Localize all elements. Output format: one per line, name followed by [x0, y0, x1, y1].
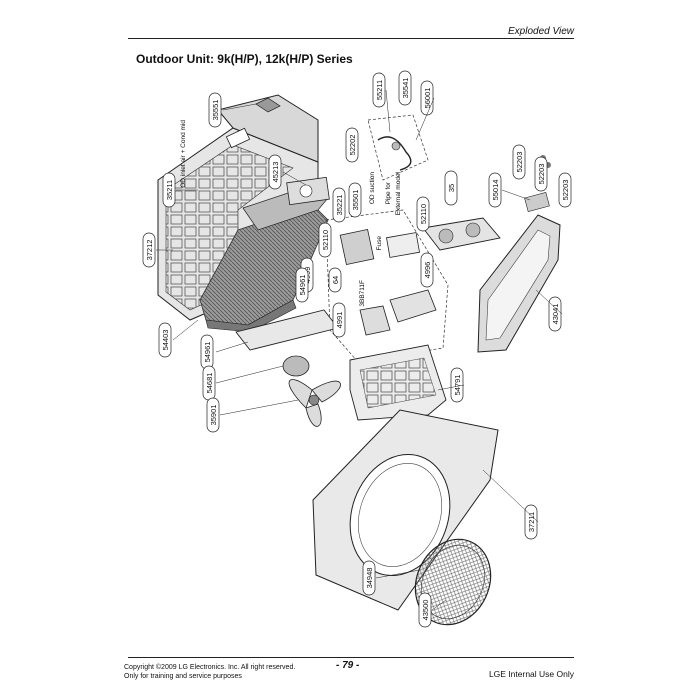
footer-copyright: Copyright ©2009 LG Electronics. Inc. All… [124, 663, 295, 681]
part-label: 55211 [375, 80, 384, 100]
base-pan [312, 409, 499, 611]
part-label: 43500 [421, 600, 430, 621]
top-bracket [255, 97, 330, 206]
part-label: 35551 [211, 100, 220, 121]
part-label: 4991 [335, 312, 344, 329]
part-label: 55014 [491, 180, 500, 201]
part-label: 54961 [298, 275, 307, 296]
fan-guard [414, 538, 492, 626]
right-side-panel [477, 155, 561, 353]
bracket-note: 3BB711F [359, 280, 366, 307]
part-label: 37212 [145, 240, 154, 261]
leader-lines [156, 89, 563, 611]
copyright-text: Copyright ©2009 LG Electronics. Inc. All… [124, 664, 296, 671]
part-label: 52203 [537, 164, 546, 185]
balloon-labels: 35551 35211 45213 37212 54403 35221 5220… [142, 70, 572, 628]
valve-outline [367, 114, 429, 181]
part-label: 35 [447, 184, 456, 192]
part-label: 56001 [423, 88, 432, 109]
part-label: 37211 [527, 512, 536, 532]
part-label: 45213 [271, 162, 280, 183]
part-label: 54791 [453, 375, 462, 396]
part-label: 4996 [423, 262, 432, 279]
part-label: 64 [331, 276, 340, 284]
part-label: 35501 [351, 190, 360, 211]
footer-divider [128, 657, 574, 658]
section-header: Exploded View [508, 26, 574, 37]
training-text: Only for training and service purposes [124, 673, 242, 680]
external-model-note: External model [395, 171, 402, 215]
internal-use-text: LGE Internal Use Only [488, 669, 574, 679]
part-label: 54681 [205, 373, 214, 394]
part-label: 52202 [348, 135, 357, 156]
part-label: 52110 [321, 230, 330, 250]
part-label: 54403 [161, 330, 170, 351]
part-label: 35901 [209, 405, 218, 426]
control-parts [339, 136, 437, 336]
fan-propeller [288, 379, 341, 427]
part-label: 52203 [515, 152, 524, 173]
fuse-note: Fuse [376, 236, 383, 251]
partition-panel [349, 344, 447, 421]
exploded-view-diagram: 35551 35211 45213 37212 54403 35221 5220… [142, 70, 572, 628]
part-label: 52203 [561, 180, 570, 201]
od-suction-note: OD suction [369, 172, 376, 205]
part-label: 35211 [165, 180, 174, 200]
part-label: 52110 [419, 204, 428, 224]
od-inlet-note: OD inlet air + Cond mid [180, 120, 187, 188]
valve-block [422, 217, 501, 251]
part-label: 35541 [401, 78, 410, 99]
header-divider [128, 38, 574, 39]
page-number: - 79 - [336, 660, 360, 671]
page-title: Outdoor Unit: 9k(H/P), 12k(H/P) Series [136, 52, 353, 66]
pipe-note: Pipe for [385, 181, 392, 204]
part-label: 43041 [551, 304, 560, 325]
part-label: 54961 [203, 342, 212, 363]
part-label: 35221 [335, 195, 344, 216]
part-label: 34948 [365, 568, 374, 589]
